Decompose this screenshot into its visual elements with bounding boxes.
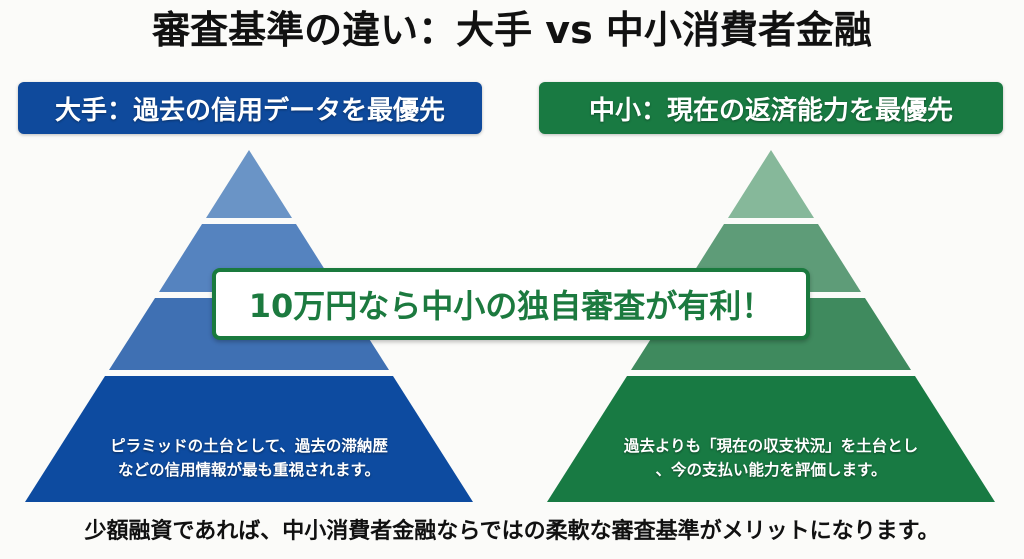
pyramid-left-tier-1 bbox=[206, 150, 292, 218]
pyramid-right-tier-4-base bbox=[547, 376, 995, 502]
header-large-lenders-label: 大手：過去の信用データを最優先 bbox=[54, 95, 445, 126]
pyramid-left-tier-4-base bbox=[25, 376, 473, 502]
callout-text: 10万円なら中小の独自審査が有利！ bbox=[248, 287, 774, 325]
pyramid-right-tier-1 bbox=[728, 150, 814, 218]
left-base-line-1: ピラミッドの土台として、過去の滞納歴 bbox=[110, 437, 388, 455]
page-title: 審査基準の違い：大手 vs 中小消費者金融 bbox=[152, 8, 872, 52]
right-base-line-2: 、今の支払い能力を評価します。 bbox=[655, 461, 887, 479]
right-base-description: 過去よりも「現在の収支状況」を土台とし 、今の支払い能力を評価します。 bbox=[585, 434, 957, 482]
header-large-lenders: 大手：過去の信用データを最優先 bbox=[18, 82, 482, 134]
left-base-line-2: などの信用情報が最も重視されます。 bbox=[118, 461, 380, 479]
right-base-line-1: 過去よりも「現在の収支状況」を土台とし bbox=[623, 437, 919, 455]
callout-banner: 10万円なら中小の独自審査が有利！ bbox=[212, 268, 810, 340]
left-base-description: ピラミッドの土台として、過去の滞納歴 などの信用情報が最も重視されます。 bbox=[60, 434, 438, 482]
header-small-lenders-label: 中小：現在の返済能力を最優先 bbox=[588, 95, 953, 126]
header-small-lenders: 中小：現在の返済能力を最優先 bbox=[539, 82, 1003, 134]
footer-summary: 少額融資であれば、中小消費者金融ならではの柔軟な審査基準がメリットになります。 bbox=[84, 519, 940, 544]
